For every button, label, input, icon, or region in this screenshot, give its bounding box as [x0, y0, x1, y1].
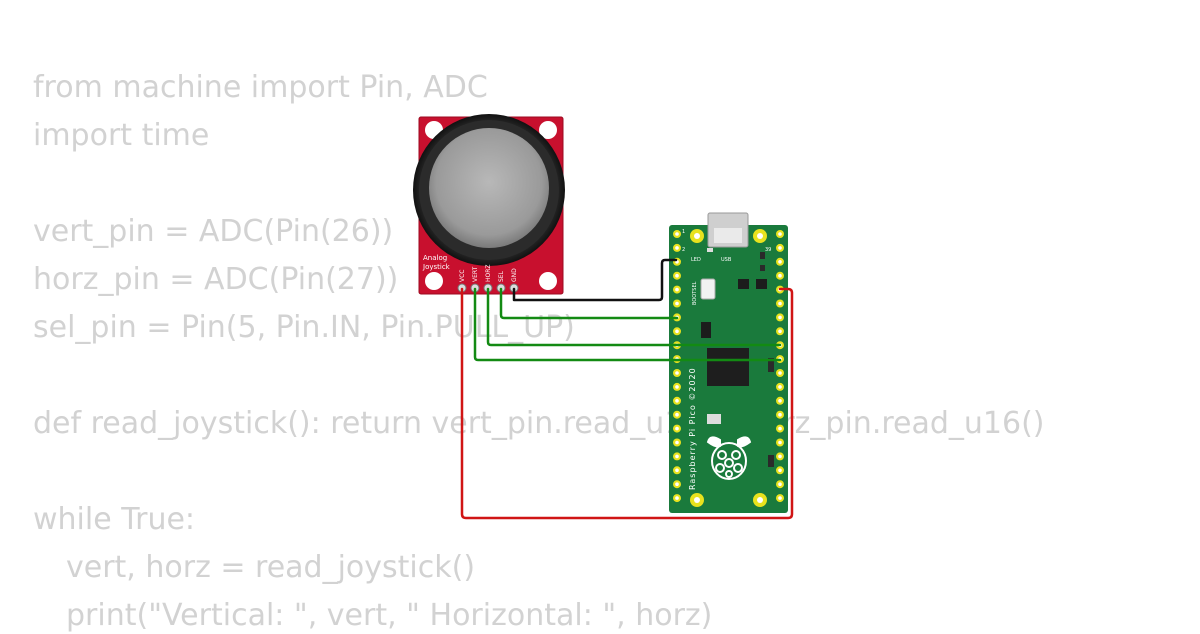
header-pin-hole — [675, 440, 679, 445]
header-pin-hole — [778, 468, 782, 473]
mount-hole — [425, 272, 443, 290]
header-pin-hole — [675, 329, 679, 334]
bootsel-button[interactable] — [700, 278, 716, 300]
header-pin-hole — [675, 482, 679, 487]
header-pin-hole — [675, 301, 679, 306]
component — [701, 322, 711, 338]
header-pin-hole — [675, 246, 679, 250]
header-pin-hole — [778, 454, 782, 459]
header-pin-hole — [675, 273, 679, 278]
code-line-11: vert, horz = read_joystick() — [66, 550, 476, 585]
component — [707, 414, 721, 424]
usb-port — [714, 228, 742, 243]
pin-label-horz: HORZ — [485, 264, 492, 282]
led-label: LED — [691, 257, 701, 263]
header-pin-hole — [675, 287, 679, 292]
code-line-10: while True: — [33, 502, 196, 537]
component — [756, 279, 767, 289]
wires — [460, 258, 794, 520]
header-pin-hole — [778, 246, 782, 250]
usb-label: USB — [721, 257, 732, 263]
code-line-1: from machine import Pin, ADC — [33, 70, 488, 105]
header-pin-hole — [675, 232, 679, 236]
raspberry-logo-icon — [706, 436, 752, 480]
wire-vert[interactable] — [473, 287, 782, 362]
header-pin-hole — [675, 399, 679, 403]
header-pin-hole — [778, 426, 782, 431]
code-line-12: print("Vertical: ", vert, " Horizontal: … — [66, 598, 713, 633]
pin-label-gnd: GND — [511, 268, 518, 282]
code-line-4: vert_pin = ADC(Pin(26)) — [33, 214, 394, 249]
wire-gnd[interactable] — [512, 258, 678, 302]
joystick-module[interactable]: Analog Joystick VCC VERT HORZ SEL GND — [413, 114, 565, 295]
mount-hole — [539, 121, 557, 139]
joystick-label-1: Analog — [423, 254, 447, 262]
pin-label-vcc: VCC — [459, 270, 466, 282]
wire-sel[interactable] — [499, 287, 679, 320]
pin-label-sel: SEL — [498, 270, 505, 282]
header-pin-hole — [675, 426, 679, 431]
pin-label-vert: VERT — [472, 266, 479, 282]
header-pin-hole — [778, 329, 782, 334]
code-line-8: def read_joystick(): return vert_pin.rea… — [33, 406, 1045, 441]
header-pin-hole — [778, 412, 782, 417]
wire-vcc[interactable] — [460, 287, 794, 520]
pin-1-label: 1 — [682, 229, 685, 235]
code-line-6: sel_pin = Pin(5, Pin.IN, Pin.PULL_UP) — [33, 310, 575, 345]
header-pin-hole — [675, 385, 679, 389]
header-pin-hole — [778, 482, 782, 487]
header-pin-hole — [778, 371, 782, 375]
header-pin-hole — [778, 260, 782, 264]
header-pin-hole — [778, 301, 782, 306]
component — [738, 279, 749, 289]
joystick-label-2: Joystick — [422, 263, 451, 271]
header-pin-hole — [778, 232, 782, 236]
pin-2-label: 2 — [682, 247, 685, 253]
header-pin-hole — [778, 399, 782, 403]
header-pin-hole — [778, 315, 782, 320]
header-pin-hole — [778, 385, 782, 389]
header-pin-hole — [675, 454, 679, 459]
wire-horz[interactable] — [486, 287, 782, 347]
header-pin-hole — [675, 371, 679, 375]
code-line-5: horz_pin = ADC(Pin(27)) — [33, 262, 399, 297]
header-pin-hole — [778, 496, 782, 500]
rp2040-chip — [707, 348, 749, 386]
led-indicator — [707, 248, 713, 252]
code-line-2: import time — [33, 118, 210, 153]
bootsel-label: BOOTSEL — [692, 281, 698, 305]
mount-hole — [539, 272, 557, 290]
pico-silkscreen: Raspberry Pi Pico ©2020 — [688, 367, 697, 490]
header-pin-hole — [778, 440, 782, 445]
pin-39-label: 39 — [765, 247, 771, 253]
header-pin-hole — [778, 273, 782, 278]
header-pin-hole — [675, 496, 679, 500]
pico-board[interactable]: 1 2 39 LED USB BOOTSEL Raspb — [669, 212, 788, 513]
header-pin-hole — [675, 468, 679, 473]
joystick-knob[interactable] — [429, 128, 549, 248]
header-pin-hole — [675, 412, 679, 417]
